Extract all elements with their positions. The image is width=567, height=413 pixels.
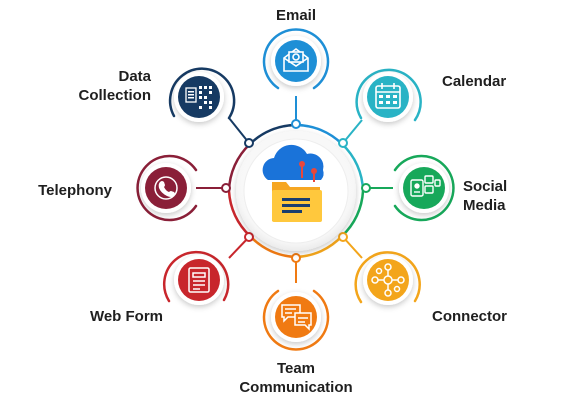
chat-bubbles-icon [281,304,312,331]
form-icon [188,267,210,293]
calendar-icon [375,83,401,109]
label-connector: Connector [432,308,507,325]
email-node[interactable] [262,28,330,90]
label-email: Email [275,7,317,24]
telephony-node[interactable] [136,154,198,222]
label-calendar: Calendar [442,73,507,90]
label-web-form: Web Form [89,308,163,325]
label-social-media: Social Media [463,178,508,214]
calendar-node[interactable] [355,68,422,122]
label-telephony: Telephony [38,182,112,199]
social-media-icon [410,175,441,197]
data-grid-icon [185,86,212,109]
network-icon [371,263,405,297]
label-data-collection: Data Collection [78,68,151,104]
phone-icon [154,176,178,200]
connector-node[interactable] [354,251,421,305]
label-team-communication: Team Communication [239,360,353,396]
envelope-icon [283,48,309,72]
cloud-folder-icon [262,144,324,222]
data-collection-node[interactable] [168,67,236,122]
central-hub [236,131,356,251]
social-media-node[interactable] [393,154,455,222]
team-communication-node[interactable] [262,289,330,351]
web-form-node[interactable] [162,250,230,305]
junction-dots [221,119,371,263]
